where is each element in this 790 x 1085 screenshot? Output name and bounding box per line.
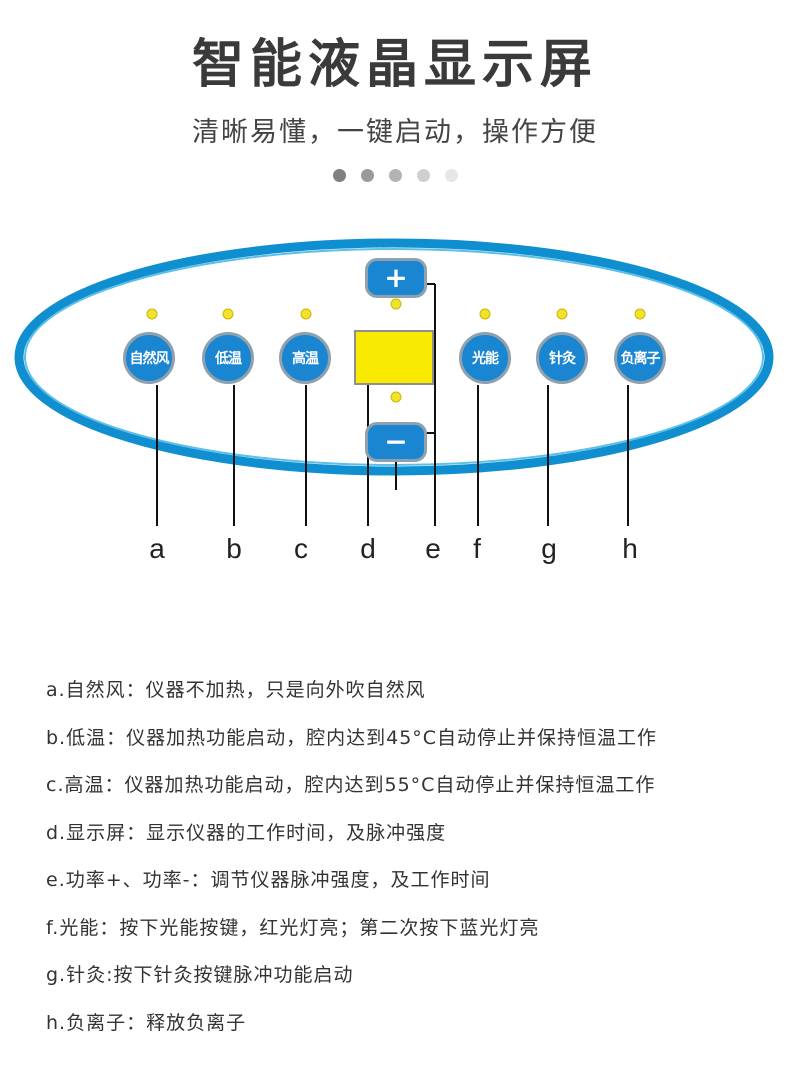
label-letter-g: g xyxy=(541,533,557,564)
power-plus-button[interactable]: + xyxy=(365,258,427,298)
indicator-led xyxy=(556,308,568,320)
indicator-led xyxy=(634,308,646,320)
label-letter-f: f xyxy=(473,533,481,564)
panel-ring xyxy=(14,238,774,476)
label-letter-h: h xyxy=(622,533,638,564)
panel-graphics xyxy=(14,238,774,526)
legend-item: e.功率+、功率-：调节仪器脉冲强度，及工作时间 xyxy=(46,869,491,891)
carousel-dots xyxy=(0,169,790,182)
legend-item: f.光能：按下光能按键，红光灯亮；第二次按下蓝光灯亮 xyxy=(46,916,540,939)
lcd-display xyxy=(354,330,434,385)
legend-item: g.针灸:按下针灸按键脉冲功能启动 xyxy=(46,964,354,986)
indicator-led xyxy=(479,308,491,320)
label-letter-a: a xyxy=(149,533,165,564)
carousel-dot[interactable] xyxy=(444,169,458,182)
legend-item: b.低温：仪器加热功能启动，腔内达到45°C自动停止并保持恒温工作 xyxy=(46,726,658,749)
legend-list: a.自然风：仪器不加热，只是向外吹自然风 b.低温：仪器加热功能启动，腔内达到4… xyxy=(46,675,766,1055)
legend-item: h.负离子：释放负离子 xyxy=(46,1011,247,1034)
page-title: 智能液晶显示屏 xyxy=(191,35,598,95)
page-subtitle: 清晰易懂，一键启动，操作方便 xyxy=(192,117,598,148)
power-minus-button[interactable]: − xyxy=(365,422,427,462)
legend-item: a.自然风：仪器不加热，只是向外吹自然风 xyxy=(46,679,426,701)
indicator-led xyxy=(146,308,158,320)
low-temp-button[interactable]: 低温 xyxy=(202,332,254,384)
light-energy-button[interactable]: 光能 xyxy=(459,332,511,384)
carousel-dot[interactable] xyxy=(360,169,374,182)
label-letter-b: b xyxy=(226,533,242,564)
natural-wind-button[interactable]: 自然风 xyxy=(123,332,175,384)
indicator-led xyxy=(390,391,402,403)
carousel-dot[interactable] xyxy=(388,169,402,182)
legend-item: d.显示屏：显示仪器的工作时间，及脉冲强度 xyxy=(46,821,447,844)
high-temp-button[interactable]: 高温 xyxy=(279,332,331,384)
negative-ion-button[interactable]: 负离子 xyxy=(614,332,666,384)
carousel-dot[interactable] xyxy=(416,169,430,182)
indicator-led xyxy=(300,308,312,320)
legend-item: c.高温：仪器加热功能启动，腔内达到55°C自动停止并保持恒温工作 xyxy=(46,774,656,796)
label-letter-d: d xyxy=(360,533,376,564)
indicator-led xyxy=(222,308,234,320)
indicator-led xyxy=(390,298,402,310)
label-letter-e: e xyxy=(425,533,441,564)
control-panel-diagram: + − 自然风 低温 高温 光能 针灸 负离子 a b c d e f g h xyxy=(0,220,790,580)
acupuncture-button[interactable]: 针灸 xyxy=(536,332,588,384)
panel-ring-inner xyxy=(24,248,764,466)
carousel-dot[interactable] xyxy=(332,169,346,182)
label-letter-c: c xyxy=(294,533,308,564)
